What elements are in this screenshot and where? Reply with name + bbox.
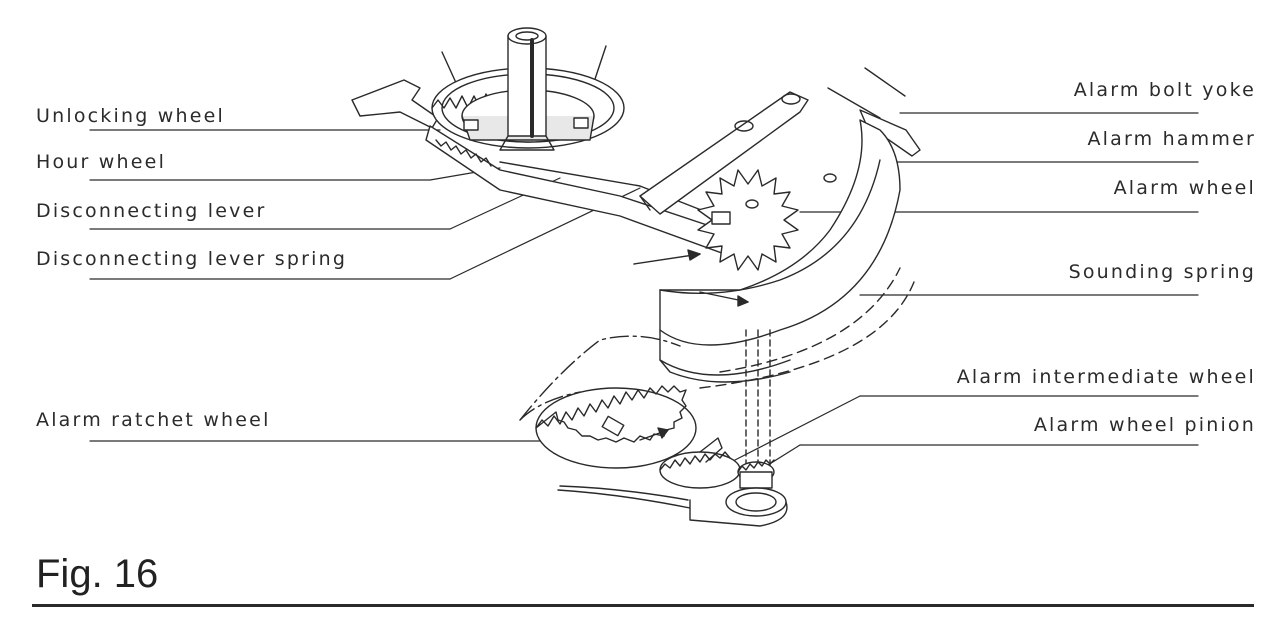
label-alarm-hammer: Alarm hammer [1087,128,1256,150]
label-disconnecting-lever: Disconnecting lever [36,200,267,222]
label-alarm-wheel: Alarm wheel [1113,177,1256,199]
plate-outline [519,335,681,421]
unlocking-lever [351,79,439,129]
alarm-bolt-arm [639,91,809,215]
label-alarm-bolt-yoke: Alarm bolt yoke [1073,79,1256,101]
leader-lines-left [89,129,641,442]
click-spring [557,485,788,527]
label-alarm-wheel-pinion: Alarm wheel pinion [1033,414,1256,436]
alarm-bolt-yoke [827,87,921,157]
label-sounding-spring: Sounding spring [1068,261,1256,283]
label-alarm-ratchet-wheel: Alarm ratchet wheel [36,409,271,431]
cannon-pinion [499,27,555,151]
caption-rule [32,604,1254,607]
label-alarm-intermediate-wheel: Alarm intermediate wheel [956,366,1256,388]
figure-caption: Fig. 16 [36,552,159,596]
arbor-lines [745,329,771,471]
sounding-spring [699,267,915,389]
label-disconnecting-lever-spring: Disconnecting lever spring [36,248,348,270]
label-hour-wheel: Hour wheel [36,151,167,173]
alarm-wheel-pinion [737,459,775,489]
label-unlocking-wheel: Unlocking wheel [36,105,225,127]
disconnecting-lever [425,125,743,257]
alarm-wheel [697,169,837,271]
alarm-ratchet-wheel [535,385,697,469]
